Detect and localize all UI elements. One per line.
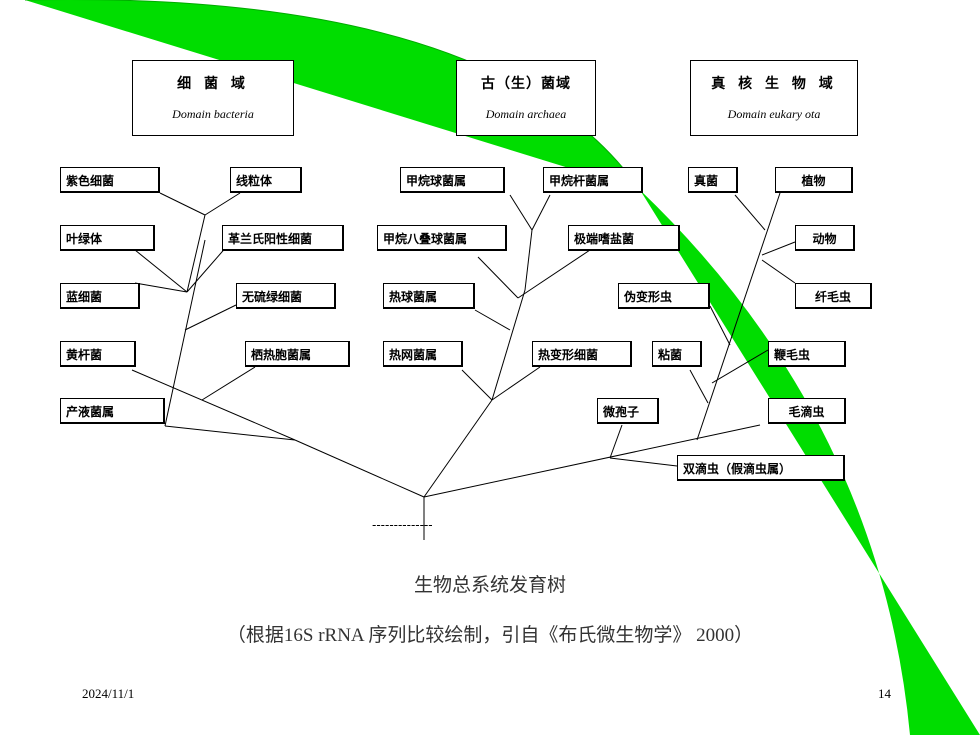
domain-title: 真 核 生 物 域 — [711, 76, 837, 92]
branch-flavobacteria — [131, 369, 296, 441]
taxon-methanosarcina: 甲烷八叠球菌属 — [377, 225, 507, 251]
bacteria-spine — [164, 239, 206, 427]
taxon-plants: 植物 — [775, 167, 853, 193]
domain-latin: Domain bacteria — [172, 107, 254, 121]
taxon-flavobacteria: 黄杆菌 — [60, 341, 136, 367]
taxon-purple-bacteria: 紫色细菌 — [60, 167, 160, 193]
domain-box-archaea: 古（生）菌域 Domain archaea — [456, 60, 596, 136]
page-number: 14 — [878, 686, 891, 701]
slide-date: 2024/11/1 — [82, 686, 135, 701]
taxon-green-nonsulfur: 无硫绿细菌 — [236, 283, 336, 309]
diagram-citation: （根据16S rRNA 序列比较绘制，引自《布氏微生物学》 2000） — [226, 625, 754, 646]
bacteria-upper-spine — [186, 214, 206, 293]
branch-entamoebae — [709, 305, 731, 346]
taxon-ciliates: 纤毛虫 — [795, 283, 872, 309]
branch-methanobacterium — [531, 194, 551, 231]
branch-chloroplast — [134, 249, 188, 293]
diagram-caption: 生物总系统发育树 — [413, 575, 566, 596]
branch-mito — [204, 192, 241, 216]
taxon-gram-positive: 革兰氏阳性细菌 — [222, 225, 344, 251]
branch-fungi — [734, 194, 766, 231]
branch-bacteria — [294, 439, 425, 498]
taxon-aquifex: 产液菌属 — [60, 398, 165, 424]
taxon-thermotogales: 栖热胞菌属 — [245, 341, 350, 367]
taxon-microsporidia: 微孢子 — [597, 398, 659, 424]
taxon-flagellates: 鞭毛虫 — [768, 341, 846, 367]
branch-slime-molds — [689, 369, 709, 404]
swoosh-edge — [25, 0, 641, 191]
branch-archaea — [423, 399, 493, 498]
domain-latin: Domain eukary ota — [727, 107, 821, 121]
branch-flagellates — [711, 349, 769, 384]
root-label: -------------- — [372, 518, 433, 532]
taxon-slime-molds: 粘菌 — [652, 341, 702, 367]
taxon-mitochondria: 线粒体 — [230, 167, 302, 193]
taxon-fungi: 真菌 — [688, 167, 738, 193]
domain-box-eukarya: 真 核 生 物 域 Domain eukary ota — [690, 60, 858, 136]
branch-purple — [159, 192, 206, 216]
eukarya-spine — [696, 192, 781, 441]
branch-animals — [761, 241, 796, 256]
branch-halophiles — [517, 249, 591, 299]
taxon-methanobacterium: 甲烷杆菌属 — [543, 167, 643, 193]
taxon-cyanobacteria: 蓝细菌 — [60, 283, 140, 309]
branch-methanococcus — [509, 194, 533, 231]
taxon-animals: 动物 — [795, 225, 855, 251]
domain-latin: Domain archaea — [485, 107, 567, 121]
branch-eukarya — [423, 424, 761, 498]
taxon-entamoebae: 伪变形虫 — [618, 283, 710, 309]
green-swoosh — [25, 0, 980, 735]
branch-thermoproteus2 — [491, 366, 541, 401]
domain-title: 古（生）菌域 — [481, 76, 571, 92]
branch-gram-positive — [186, 244, 229, 293]
taxon-thermoproteus-2: 热变形细菌 — [532, 341, 632, 367]
branch-green-nonsulfur — [184, 304, 237, 331]
taxon-chloroplast: 叶绿体 — [60, 225, 155, 251]
branch-methanosarcina — [477, 256, 519, 299]
branch-thermococcus — [474, 309, 511, 331]
domain-title: 细 菌 域 — [177, 76, 249, 92]
taxon-diplomonads: 双滴虫（假滴虫属） — [677, 455, 845, 481]
branch-diplomonads — [609, 457, 678, 467]
branch-aquifex — [164, 425, 296, 441]
domain-box-bacteria: 细 菌 域 Domain bacteria — [132, 60, 294, 136]
taxon-thermococcus: 热球菌属 — [383, 283, 475, 309]
taxon-trichomonads: 毛滴虫 — [768, 398, 846, 424]
branch-cyanobacteria — [134, 282, 188, 293]
branch-ciliates — [761, 259, 796, 284]
branch-thermoproteus — [461, 369, 493, 401]
archaea-spine — [491, 289, 526, 401]
archaea-upper — [524, 229, 533, 291]
taxon-halophiles: 极端嗜盐菌 — [568, 225, 680, 251]
branch-microsporidia — [609, 424, 623, 459]
taxon-thermoproteus: 热网菌属 — [383, 341, 463, 367]
taxon-methanococcus: 甲烷球菌属 — [400, 167, 505, 193]
branch-thermotogales — [201, 366, 256, 401]
